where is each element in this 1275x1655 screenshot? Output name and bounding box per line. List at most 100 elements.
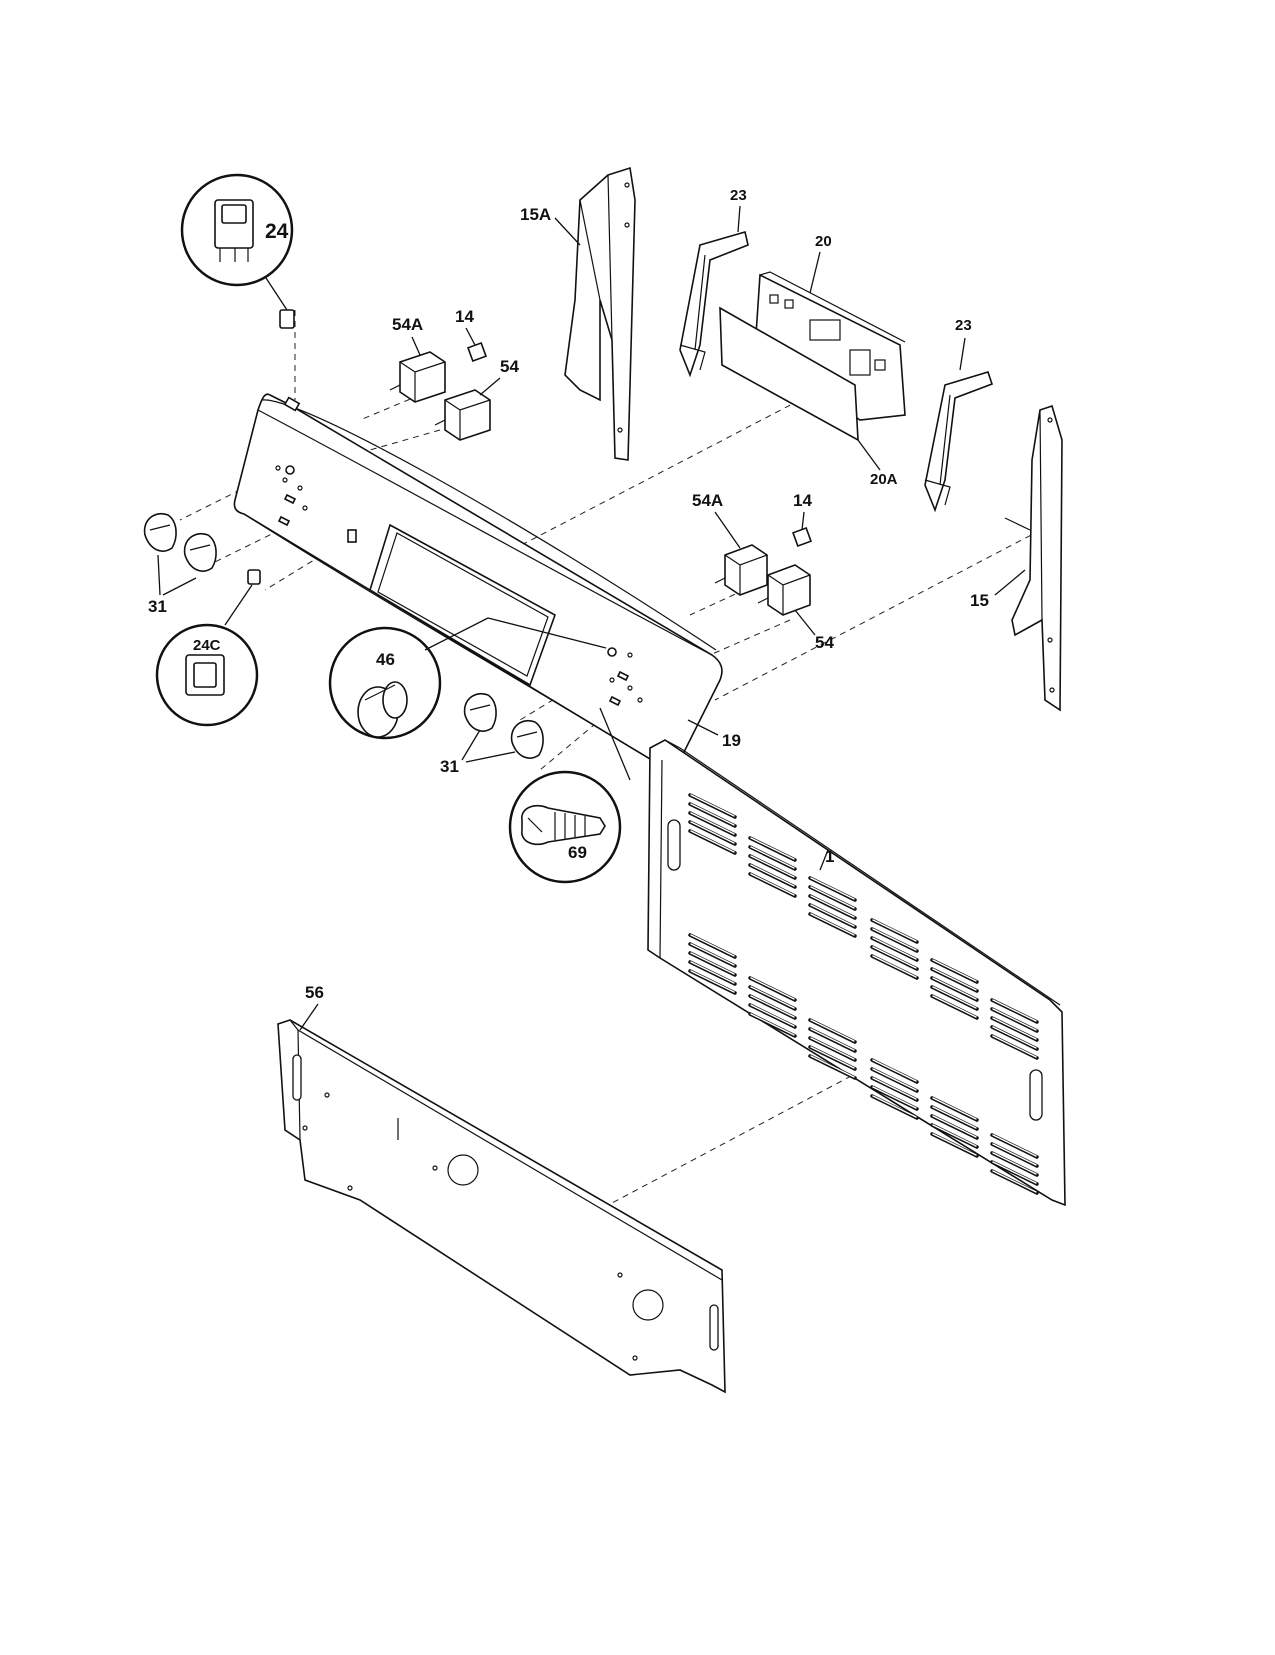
label-56: 56 bbox=[305, 983, 324, 1002]
rear-panel-1: 1 bbox=[647, 739, 1066, 1207]
vent-slot-inner bbox=[872, 1077, 917, 1100]
vent-slot-inner bbox=[932, 968, 977, 991]
vent-slot-inner bbox=[690, 961, 735, 984]
vent-slots bbox=[688, 793, 1039, 1195]
vent-slot-inner bbox=[932, 1124, 977, 1147]
vent-slot-inner bbox=[872, 1095, 917, 1118]
vent-slot-inner bbox=[872, 919, 917, 942]
label-20a: 20A bbox=[870, 471, 898, 488]
label-31-bottom: 31 bbox=[440, 757, 459, 776]
vent-slot-inner bbox=[810, 1037, 855, 1060]
vent-slot-inner bbox=[992, 1035, 1037, 1058]
vent-slot-inner bbox=[992, 1026, 1037, 1049]
vent-slot-inner bbox=[750, 873, 795, 896]
part-24-switch-callout: 24 bbox=[180, 173, 295, 329]
vent-slot-inner bbox=[992, 1134, 1037, 1157]
switches-right: 54A 14 54 bbox=[692, 491, 834, 652]
vent-slot-inner bbox=[932, 1106, 977, 1129]
label-54-left: 54 bbox=[500, 357, 519, 376]
bracket-15a: 15A bbox=[520, 166, 636, 461]
vent-slot-inner bbox=[992, 999, 1037, 1022]
vent-slot-inner bbox=[690, 812, 735, 835]
part-69-screw-callout: 69 bbox=[508, 707, 631, 884]
vent-slot-inner bbox=[872, 928, 917, 951]
vent-slot-inner bbox=[750, 855, 795, 878]
control-panel-19 bbox=[233, 393, 723, 769]
vent-slot-inner bbox=[932, 995, 977, 1018]
lower-panel-56: 56 bbox=[277, 983, 726, 1394]
vent-slot-inner bbox=[810, 1028, 855, 1051]
part-46-knob-callout: 46 bbox=[328, 617, 607, 740]
vent-slot-inner bbox=[932, 1097, 977, 1120]
vent-slot-inner bbox=[932, 1115, 977, 1138]
strap-23-right: 23 bbox=[924, 317, 994, 513]
strap-23-top: 23 bbox=[679, 187, 749, 378]
vent-slot-inner bbox=[992, 1143, 1037, 1166]
knobs-31-bottom: 31 bbox=[440, 693, 544, 776]
vent-slot-inner bbox=[690, 934, 735, 957]
vent-slot-inner bbox=[810, 1019, 855, 1042]
overlay-20a: 20A bbox=[719, 306, 898, 488]
vent-slot-inner bbox=[932, 959, 977, 982]
vent-slot-inner bbox=[992, 1170, 1037, 1193]
label-46: 46 bbox=[376, 650, 395, 669]
label-54a-left: 54A bbox=[392, 315, 423, 334]
vent-slot-inner bbox=[810, 886, 855, 909]
label-31-left: 31 bbox=[148, 597, 167, 616]
vent-slot-inner bbox=[932, 986, 977, 1009]
label-14-left: 14 bbox=[455, 307, 474, 326]
vent-slot-inner bbox=[810, 877, 855, 900]
vent-slot-inner bbox=[810, 1055, 855, 1078]
label-69: 69 bbox=[568, 843, 587, 862]
vent-slot-inner bbox=[750, 995, 795, 1018]
label-19: 19 bbox=[722, 731, 741, 750]
vent-slot-inner bbox=[690, 821, 735, 844]
panel-screws bbox=[277, 465, 630, 707]
vent-slot-inner bbox=[690, 830, 735, 853]
label-24: 24 bbox=[265, 220, 289, 243]
vent-slot-inner bbox=[750, 986, 795, 1009]
vent-slot-inner bbox=[750, 1013, 795, 1036]
vent-slot-inner bbox=[872, 1068, 917, 1091]
knobs-31-left: 31 bbox=[143, 513, 217, 616]
label-23-top: 23 bbox=[730, 187, 747, 204]
vent-slot-inner bbox=[992, 1152, 1037, 1175]
vent-slot-inner bbox=[750, 837, 795, 860]
vent-slot-inner bbox=[690, 943, 735, 966]
vent-slot-inner bbox=[872, 1059, 917, 1082]
vent-slot-inner bbox=[750, 977, 795, 1000]
vent-slot-inner bbox=[992, 1008, 1037, 1031]
vent-slot-inner bbox=[932, 977, 977, 1000]
vent-slot-inner bbox=[992, 1017, 1037, 1040]
vent-slot-inner bbox=[690, 970, 735, 993]
label-1: 1 bbox=[825, 847, 834, 866]
vent-slot-inner bbox=[932, 1133, 977, 1156]
label-23-right: 23 bbox=[955, 317, 972, 334]
label-14-right: 14 bbox=[793, 491, 812, 510]
vent-slot-inner bbox=[690, 794, 735, 817]
vent-slot-inner bbox=[810, 1046, 855, 1069]
vent-slot-inner bbox=[992, 1161, 1037, 1184]
label-15a: 15A bbox=[520, 205, 551, 224]
part-24c-switch-callout: 24C bbox=[155, 569, 261, 727]
label-54a-right: 54A bbox=[692, 491, 723, 510]
vent-slot-inner bbox=[690, 952, 735, 975]
label-24c: 24C bbox=[193, 637, 221, 654]
vent-slot-inner bbox=[750, 1004, 795, 1027]
vent-slot-inner bbox=[810, 913, 855, 936]
switches-left: 54A 14 54 bbox=[389, 307, 519, 441]
vent-slot-inner bbox=[750, 846, 795, 869]
label-15: 15 bbox=[970, 591, 989, 610]
vent-slot-inner bbox=[750, 864, 795, 887]
vent-slot-inner bbox=[872, 937, 917, 960]
vent-slot-inner bbox=[690, 803, 735, 826]
label-19-group: 19 bbox=[687, 719, 741, 750]
bracket-15: 15 bbox=[970, 404, 1063, 712]
vent-slot-inner bbox=[872, 955, 917, 978]
vent-slot-inner bbox=[872, 1086, 917, 1109]
vent-slot-inner bbox=[872, 946, 917, 969]
label-54-right: 54 bbox=[815, 633, 834, 652]
vent-slot-inner bbox=[810, 904, 855, 927]
